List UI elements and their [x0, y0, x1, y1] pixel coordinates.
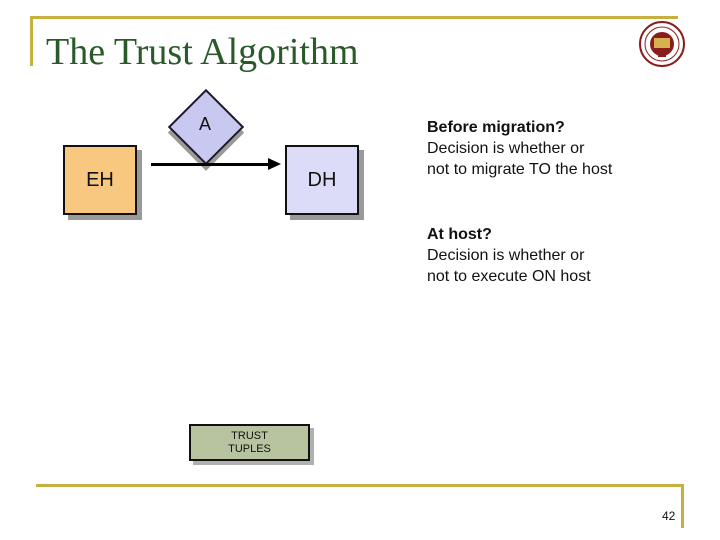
note-heading: Before migration? — [427, 119, 565, 136]
trust-tuples-label-line2: TUPLES — [228, 442, 271, 455]
eh-label: EH — [86, 168, 114, 191]
trust-tuples-node: TRUST TUPLES — [189, 424, 310, 461]
note-at-host: At host? Decision is whether or not to e… — [427, 224, 591, 287]
dh-node: DH — [285, 145, 359, 215]
note-line: not to migrate TO the host — [427, 161, 613, 178]
frame-left-rule — [30, 16, 33, 66]
agent-label: A — [198, 114, 211, 134]
migration-arrow-head — [268, 158, 281, 170]
page-number: 42 — [662, 509, 676, 523]
note-before-migration: Before migration? Decision is whether or… — [427, 117, 612, 180]
note-line: Decision is whether or — [427, 140, 585, 157]
university-seal-icon — [639, 21, 685, 67]
frame-right-rule — [681, 484, 684, 528]
note-heading: At host? — [427, 226, 492, 243]
trust-tuples-label-line1: TRUST — [231, 429, 268, 442]
frame-bottom-rule — [36, 484, 684, 487]
slide-title: The Trust Algorithm — [46, 31, 359, 73]
frame-top-rule — [30, 16, 678, 19]
dh-label: DH — [307, 168, 337, 191]
note-line: Decision is whether or — [427, 247, 585, 264]
note-line: not to execute ON host — [427, 268, 591, 285]
eh-node: EH — [63, 145, 137, 215]
migration-arrow-line — [151, 163, 271, 166]
